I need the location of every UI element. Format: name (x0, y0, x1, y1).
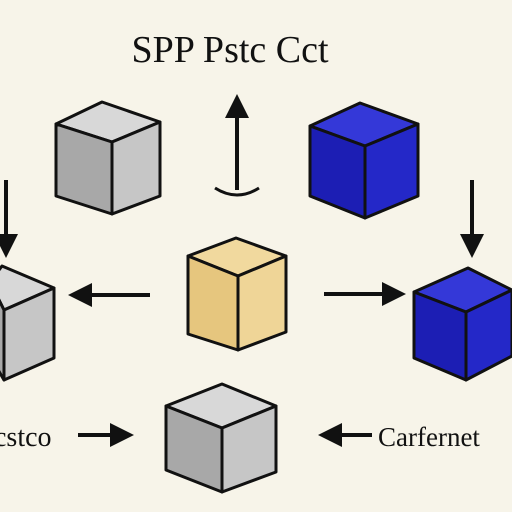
label-bottom-left: cstco (0, 422, 52, 453)
cube-top-right-blue (308, 101, 420, 220)
cube-left-gray (0, 264, 56, 382)
cube-center-tan (186, 236, 288, 352)
diagram-title: SPP Pstc Cct (131, 29, 329, 71)
arrow-up-center (214, 94, 260, 197)
cube-top-left-gray (54, 100, 162, 216)
label-bottom-right: Carfernet (378, 422, 480, 452)
cube-bottom-gray (164, 382, 278, 494)
cube-right-blue (412, 266, 512, 382)
